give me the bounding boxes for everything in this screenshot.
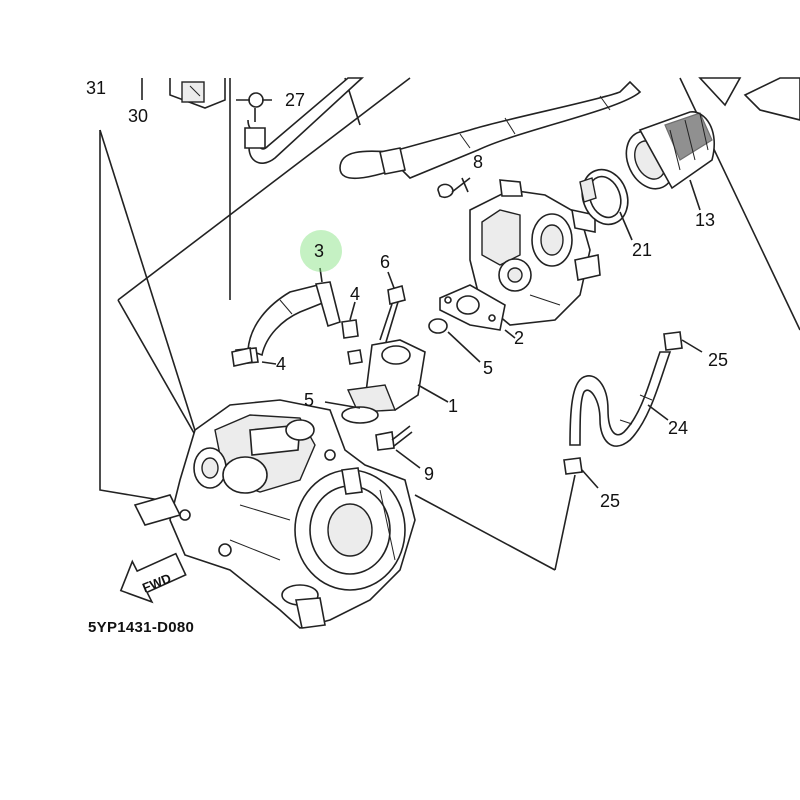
callout-4-lower[interactable]: 4 xyxy=(276,354,286,374)
part-6-bolt[interactable] xyxy=(379,284,406,343)
engine-cylinder-head[interactable] xyxy=(133,399,416,629)
part-4-clamp-upper[interactable] xyxy=(341,319,359,339)
part-2-gasket[interactable] xyxy=(439,284,506,331)
top-right-fragments xyxy=(698,77,800,121)
part-13-intake-boot[interactable] xyxy=(617,111,715,197)
callout-1[interactable]: 1 xyxy=(448,396,458,416)
part-27-clip[interactable] xyxy=(236,92,272,133)
part-25-clamp-upper[interactable] xyxy=(663,331,703,353)
callout-25-upper[interactable]: 25 xyxy=(708,350,728,370)
part-1-intake-joint[interactable] xyxy=(346,339,426,413)
part-21-clamp[interactable] xyxy=(575,163,635,231)
part-25-clamp-lower[interactable] xyxy=(563,457,599,489)
callout-9[interactable]: 9 xyxy=(424,464,434,484)
part-3-hose[interactable] xyxy=(235,281,341,365)
part-9-bolt[interactable] xyxy=(375,425,413,451)
callout-27[interactable]: 27 xyxy=(285,90,305,110)
callout-31[interactable]: 31 xyxy=(86,78,106,98)
callout-3[interactable]: 3 xyxy=(314,241,324,261)
part-4-clamp-lower[interactable] xyxy=(231,347,253,367)
callout-6[interactable]: 6 xyxy=(380,252,390,272)
callout-8[interactable]: 8 xyxy=(473,152,483,172)
part-5-oring-lower[interactable] xyxy=(341,406,379,424)
callout-13[interactable]: 13 xyxy=(695,210,715,230)
callout-4-upper[interactable]: 4 xyxy=(350,284,360,304)
fwd-direction-arrow: FWD xyxy=(119,552,187,604)
callout-24[interactable]: 24 xyxy=(668,418,688,438)
callout-2[interactable]: 2 xyxy=(514,328,524,348)
callout-30[interactable]: 30 xyxy=(128,106,148,126)
callout-21[interactable]: 21 xyxy=(632,240,652,260)
part-8-clamp[interactable] xyxy=(437,177,471,199)
callout-leaders xyxy=(254,108,701,469)
part-5-oring-upper[interactable] xyxy=(428,318,448,334)
callout-5-lower[interactable]: 5 xyxy=(304,390,314,410)
callout-5-upper[interactable]: 5 xyxy=(483,358,493,378)
diagram-code: 5YP1431-D080 xyxy=(88,619,194,636)
part-30-bracket[interactable] xyxy=(169,78,226,109)
breather-hose-top[interactable] xyxy=(244,77,365,164)
part-3-highlight xyxy=(300,230,342,272)
callout-25-lower[interactable]: 25 xyxy=(600,491,620,511)
hose-top-curved[interactable] xyxy=(339,80,642,180)
throttle-body[interactable] xyxy=(469,179,601,326)
part-24-hose[interactable] xyxy=(569,351,672,447)
